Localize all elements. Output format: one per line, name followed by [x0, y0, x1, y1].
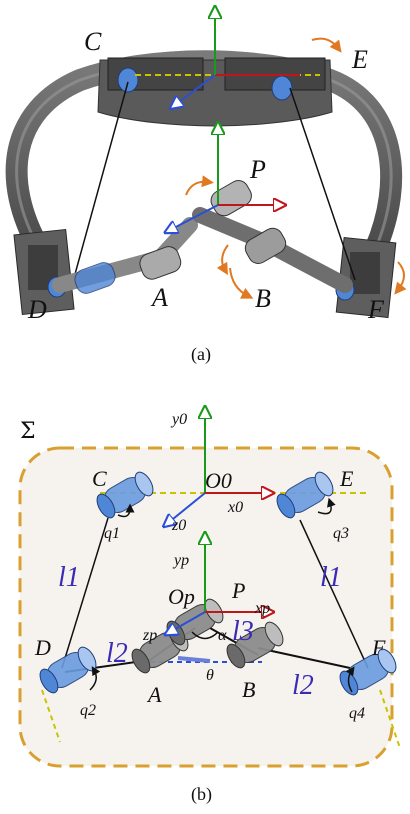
label-alpha: α [218, 627, 227, 644]
arc-alpha [191, 631, 219, 640]
platform-z-axis-a [170, 204, 219, 230]
label-q1: q1 [104, 525, 120, 542]
label-l1-right: l1 [320, 562, 342, 593]
label-a-A: A [150, 283, 168, 312]
label-l3: l3 [232, 616, 254, 647]
platform-z-axis [170, 611, 206, 632]
label-b-F: F [371, 635, 386, 660]
label-theta: θ [206, 667, 214, 684]
link-l2-right [257, 647, 351, 669]
label-zp: zp [142, 627, 157, 644]
label-a-F: F [367, 295, 385, 324]
label-y0: y0 [170, 411, 187, 428]
rotation-arrow-f [394, 261, 407, 295]
label-Op: Op [168, 584, 195, 609]
joint-B [226, 621, 284, 669]
label-a-B: B [255, 284, 271, 313]
arc-q1 [117, 503, 135, 518]
top-mount [97, 57, 333, 127]
cable-l1-right [299, 519, 369, 669]
label-l1-left: l1 [58, 562, 80, 593]
label-xp: xp [254, 600, 270, 617]
joint-C [96, 471, 154, 519]
label-b-A: A [146, 682, 162, 707]
frame0-z-axis [168, 492, 206, 523]
label-O0: O0 [205, 468, 232, 493]
joint-F [339, 648, 397, 696]
label-a-D: D [27, 295, 47, 324]
rotation-arrow-b2 [216, 244, 229, 276]
label-l2-right: l2 [292, 670, 314, 701]
label-l2-left: l2 [106, 638, 128, 669]
cable-l1-left [61, 517, 109, 669]
rotation-arrow-e [311, 37, 342, 53]
label-b-C: C [92, 466, 107, 491]
rotation-arrow-b1 [229, 267, 254, 299]
label-a-P: P [249, 155, 266, 184]
label-q4: q4 [349, 705, 365, 722]
joint-D [39, 646, 97, 694]
joint-E [276, 471, 334, 519]
label-b-D: D [34, 635, 51, 660]
caption-b: (b) [191, 784, 212, 805]
label-yp: yp [172, 552, 189, 569]
cable-e-f [289, 87, 356, 281]
panel-a: C E P D A B F (a) [5, 12, 407, 365]
label-q2: q2 [80, 702, 96, 719]
label-a-E: E [351, 45, 368, 74]
label-b-E: E [339, 466, 354, 491]
caption-a: (a) [191, 344, 211, 365]
label-z0: z0 [171, 517, 186, 534]
label-q3: q3 [333, 525, 349, 542]
arc-q3 [317, 497, 336, 515]
arc-q4 [345, 666, 355, 693]
arc-q2 [89, 666, 101, 691]
frame-label-sigma: Σ [20, 419, 36, 444]
label-a-C: C [84, 27, 102, 56]
rotation-arrow-p [185, 175, 214, 196]
cable-c-d [71, 81, 129, 286]
left-mount [13, 228, 75, 316]
label-b-P: P [231, 578, 245, 603]
five-bar-links [52, 180, 353, 294]
label-b-B: B [242, 677, 255, 702]
label-x0: x0 [227, 499, 243, 516]
panel-b: Σ [18, 411, 401, 805]
